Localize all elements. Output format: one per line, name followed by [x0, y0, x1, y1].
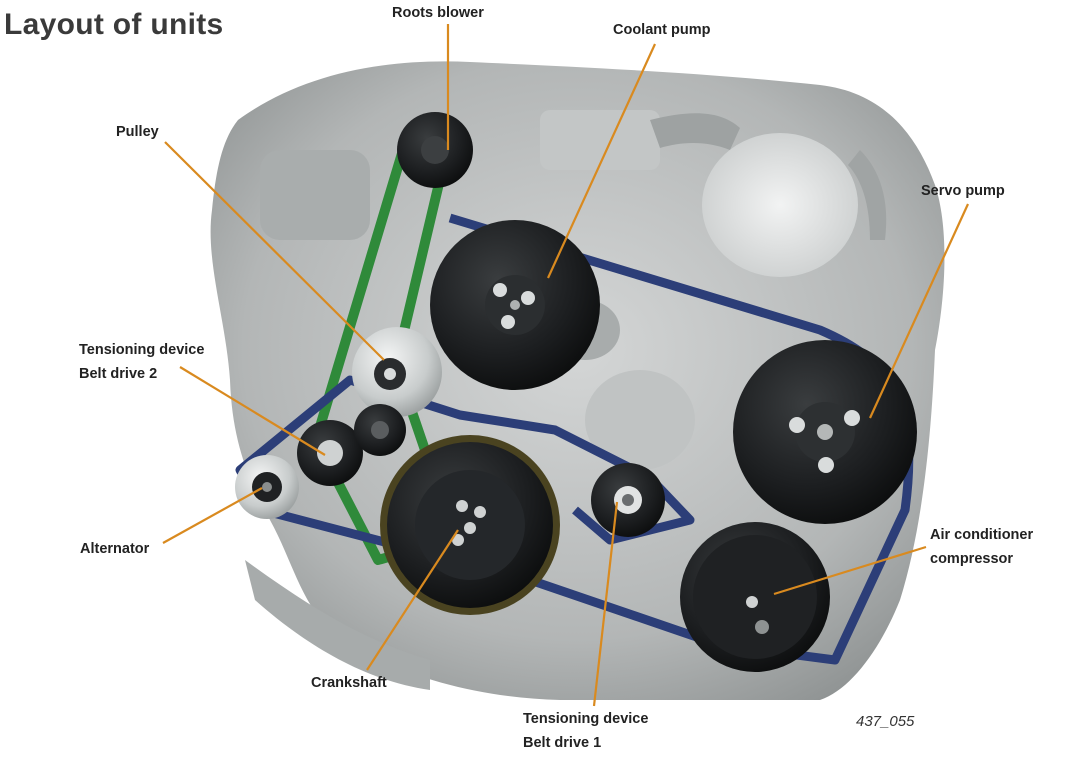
- label-alternator: Alternator: [80, 537, 149, 561]
- small-idler: [354, 404, 406, 456]
- leader-tensioner-1: [592, 501, 619, 707]
- leader-coolant-pump: [546, 43, 657, 279]
- roots-blower-pulley: [397, 112, 473, 188]
- leader-servo-pump: [868, 203, 970, 419]
- leader-tensioner-2: [179, 366, 326, 456]
- label-tensioning-device-1-line2: Belt drive 1: [523, 735, 602, 751]
- label-pulley: Pulley: [116, 120, 159, 144]
- label-coolant-pump: Coolant pump: [613, 18, 710, 42]
- crankshaft-pulley: [380, 435, 560, 615]
- label-tensioning-device-2: Tensioning device Belt drive 2: [79, 338, 204, 386]
- label-coolant-pump-text: Coolant pump: [613, 22, 711, 38]
- label-crankshaft: Crankshaft: [311, 671, 387, 695]
- label-servo-pump-text: Servo pump: [921, 183, 1005, 199]
- label-tensioning-device-1-line1: Tensioning device: [523, 711, 649, 727]
- leader-ac-compressor: [773, 545, 927, 596]
- label-ac-line1: Air conditioner: [930, 527, 1034, 543]
- leader-pulley: [164, 141, 385, 361]
- label-ac-line2: compressor: [930, 551, 1014, 567]
- figure-number: 437_055: [856, 713, 915, 730]
- label-servo-pump: Servo pump: [921, 179, 1005, 203]
- leader-lines: [162, 24, 970, 707]
- label-tensioning-device-2-line2: Belt drive 2: [79, 366, 158, 382]
- label-roots-blower-text: Roots blower: [392, 5, 484, 21]
- label-pulley-text: Pulley: [116, 124, 159, 140]
- label-tensioning-device-2-line1: Tensioning device: [79, 342, 205, 358]
- tensioner-belt-drive-1: [591, 463, 665, 537]
- servo-pump-pulley: [733, 340, 917, 524]
- label-alternator-text: Alternator: [80, 541, 150, 557]
- alternator-pulley: [235, 455, 299, 519]
- label-air-conditioner-compressor: Air conditioner compressor: [930, 523, 1033, 571]
- label-crankshaft-text: Crankshaft: [311, 675, 387, 691]
- ac-compressor-pulley: [680, 522, 830, 672]
- label-tensioning-device-1: Tensioning device Belt drive 1: [523, 707, 648, 755]
- coolant-pump-pulley: [430, 220, 600, 390]
- leader-alternator: [162, 487, 263, 544]
- page-title: Layout of units: [4, 8, 224, 41]
- label-roots-blower: Roots blower: [392, 1, 484, 25]
- tensioner-belt-drive-2: [297, 420, 363, 486]
- leader-crankshaft: [366, 529, 459, 671]
